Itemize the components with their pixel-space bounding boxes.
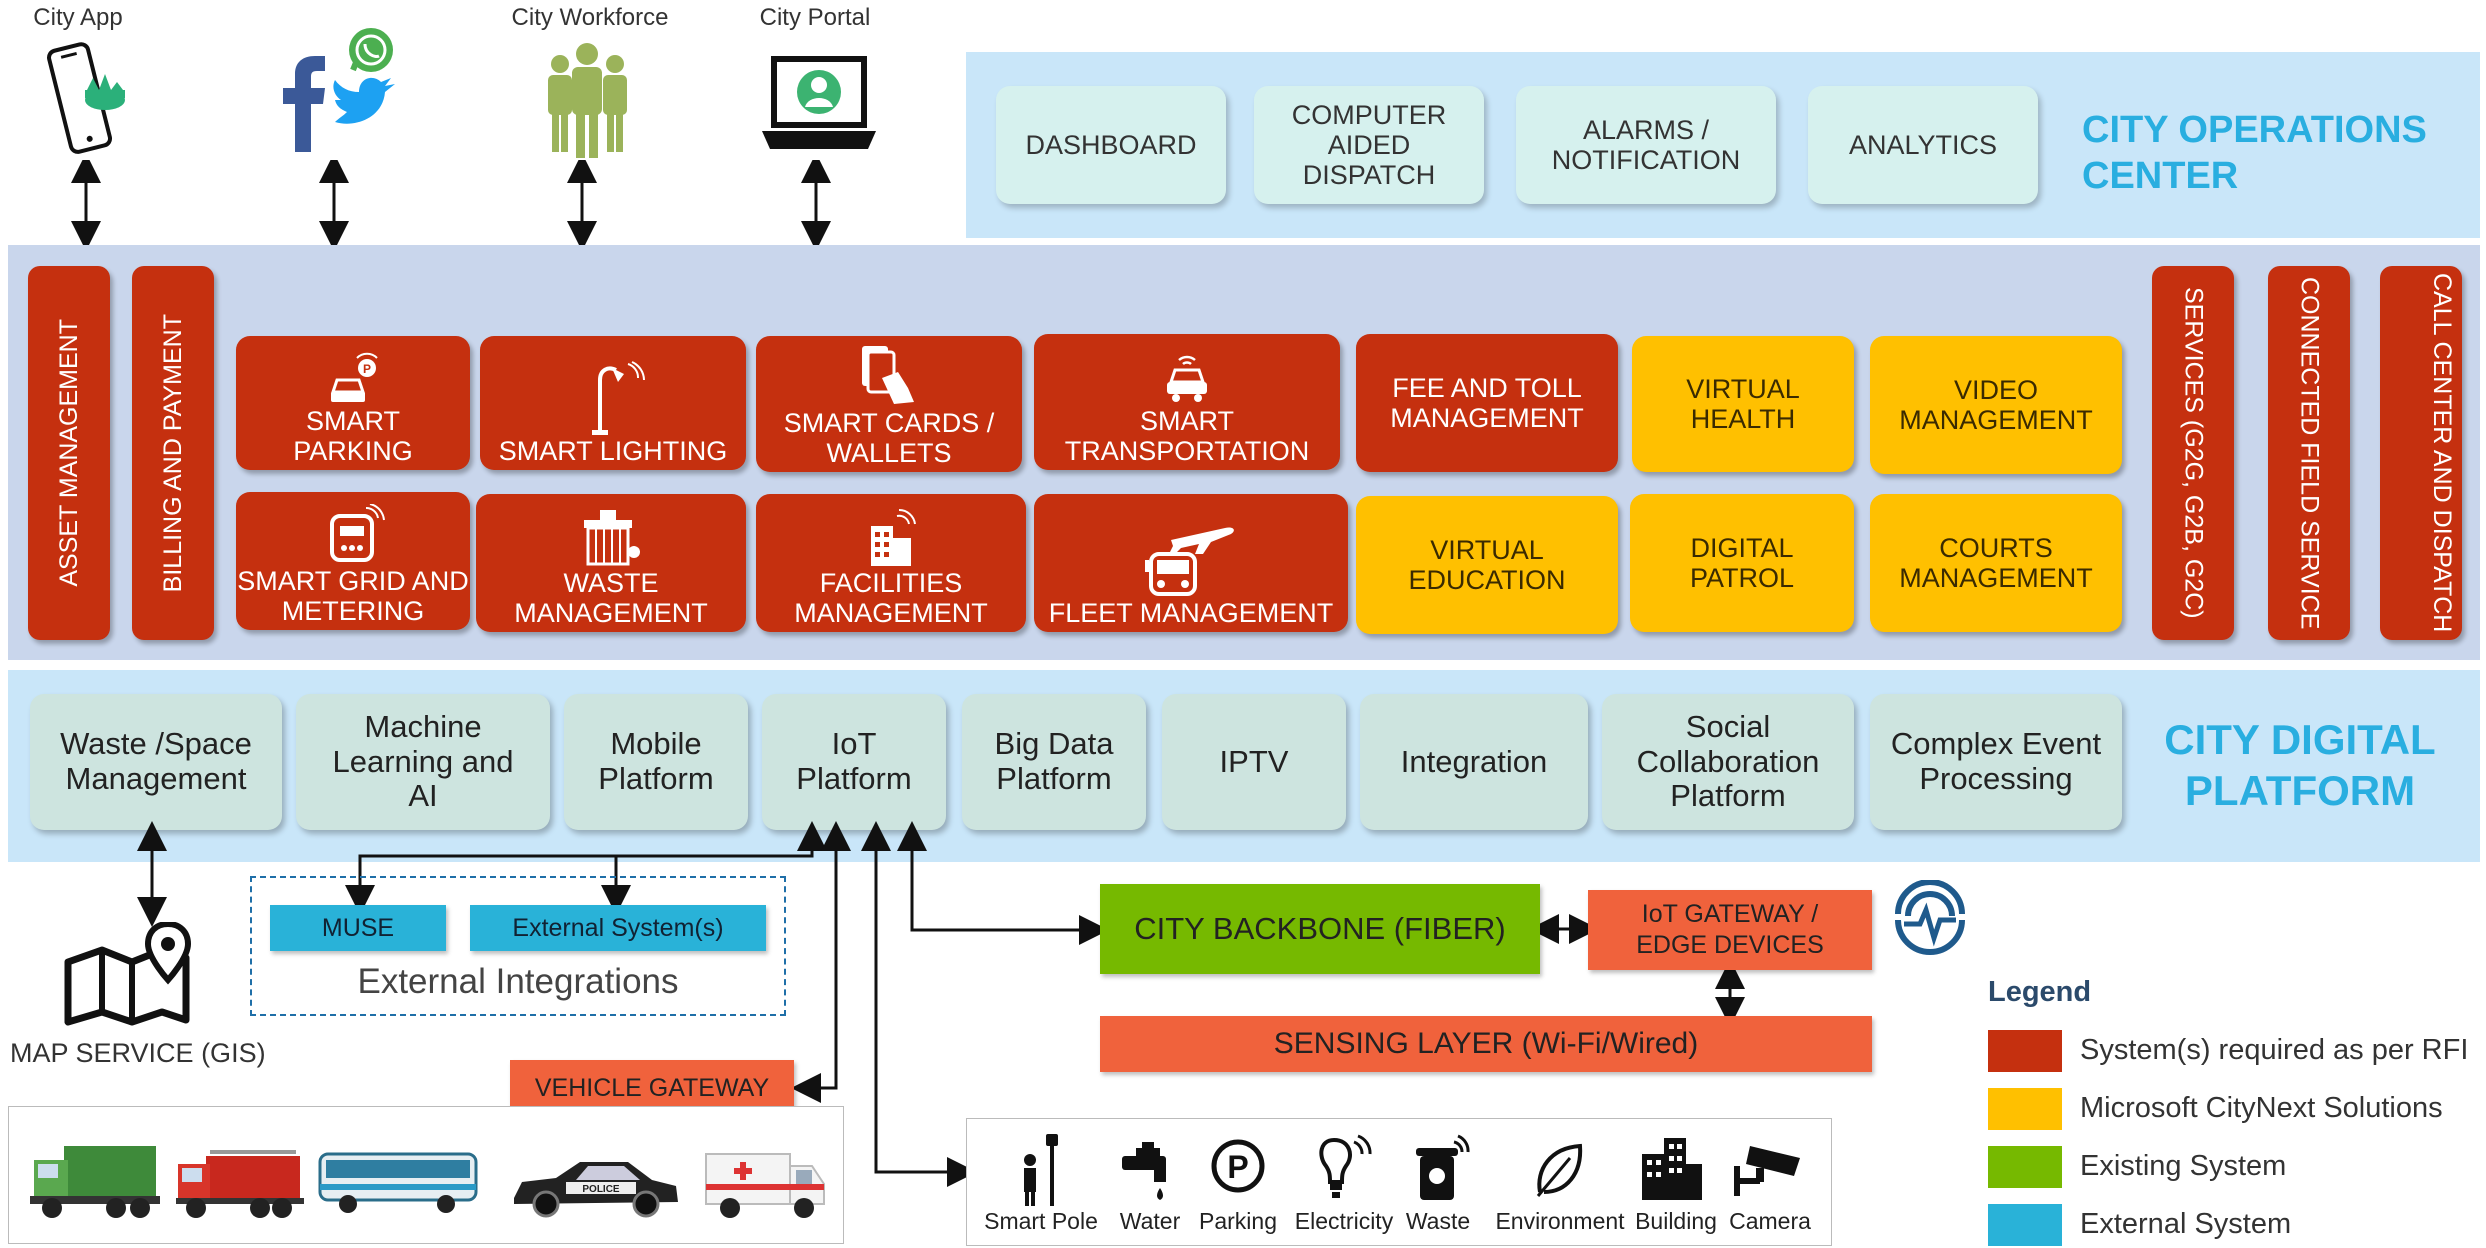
wireless-signal-icon [1895,880,1965,955]
virtual-education-tile[interactable]: VIRTUAL EDUCATION [1356,496,1618,634]
social-collaboration-platform-tile[interactable]: Social Collaboration Platform [1602,694,1854,830]
legend-label-existing: Existing System [2080,1150,2287,1182]
connected-field-service-tile[interactable]: CONNECTED FIELD SERVICE [2268,266,2350,640]
fire-truck-icon [176,1150,304,1218]
smart-meter-icon [330,503,385,562]
asset-management-tile[interactable]: ASSET MANAGEMENT [28,266,110,640]
channel-label-city-portal: City Portal [759,4,871,31]
billing-and-payment-tile[interactable]: BILLING AND PAYMENT [132,266,214,640]
environment-leaf-icon [1536,1143,1583,1197]
legend-swatch-citynext [1988,1088,2062,1130]
waste-space-management-tile[interactable]: Waste /Space Management [30,694,282,830]
police-car-icon: POLICE [514,1162,678,1218]
complex-event-processing-tile[interactable]: Complex Event Processing [1870,694,2122,830]
iot-platform-tile[interactable]: IoT Platform [762,694,946,830]
channel-arrows [71,160,831,245]
external-systems-box[interactable]: External System(s) [470,905,766,951]
facilities-management-tile[interactable]: FACILITIES MANAGEMENT [756,494,1026,632]
smartphone-app-icon[interactable] [45,40,130,160]
sensing-layer-box[interactable]: SENSING LAYER (Wi-Fi/Wired) [1100,1016,1872,1072]
sensor-label-parking: Parking [1199,1208,1277,1234]
channel-label-city-app: City App [33,4,123,31]
mobile-platform-tile[interactable]: Mobile Platform [564,694,748,830]
integration-tile[interactable]: Integration [1360,694,1588,830]
video-management-tile[interactable]: VIDEO MANAGEMENT [1870,336,2122,474]
digital-platform-title: CITY DIGITAL PLATFORM [2164,716,2436,815]
call-center-dispatch-tile[interactable]: CALL CENTER AND DISPATCH [2380,266,2462,640]
big-data-platform-tile[interactable]: Big Data Platform [962,694,1146,830]
plane-bus-icon [1145,527,1234,596]
courts-management-tile[interactable]: COURTS MANAGEMENT [1870,494,2122,632]
street-light-icon [592,360,645,435]
electricity-bulb-icon [1319,1134,1372,1198]
social-media-icons[interactable] [275,22,405,157]
iot-gateway-box[interactable]: IoT GATEWAY / EDGE DEVICES [1588,890,1872,970]
sensor-label-electricity: Electricity [1294,1208,1394,1234]
muse-box[interactable]: MUSE [270,905,446,951]
ambulance-icon [705,1153,825,1218]
digital-patrol-tile[interactable]: DIGITAL PATROL [1630,494,1854,632]
sensor-label-building: Building [1635,1208,1717,1234]
smart-lighting-tile[interactable]: SMART LIGHTING [480,336,746,470]
camera-icon [1734,1146,1800,1196]
smart-grid-metering-tile[interactable]: SMART GRID AND METERING [236,492,470,630]
bus-icon [318,1152,478,1213]
connected-car-icon [1167,355,1207,402]
sensor-label-smart-pole: Smart Pole [984,1208,1098,1234]
legend-swatch-existing [1988,1146,2062,1188]
external-integrations-box [250,876,786,1016]
sensors-box [966,1118,1832,1246]
svg-text:POLICE: POLICE [582,1184,620,1195]
waste-bin-icon [584,509,640,566]
smart-cards-wallets-tile[interactable]: SMART CARDS / WALLETS [756,336,1022,472]
ops-computer-aided-dispatch-tile[interactable]: COMPUTER AIDED DISPATCH [1254,86,1484,204]
parking-icon: P [1211,1139,1265,1193]
ops-dashboard-tile[interactable]: DASHBOARD [996,86,1226,204]
channel-label-city-workforce: City Workforce [511,4,669,31]
sensor-label-waste: Waste [1405,1208,1471,1234]
services-g2g-tile[interactable]: SERVICES (G2G, G2B, G2C) [2152,266,2234,640]
map-service-label: MAP SERVICE (GIS) [10,1038,266,1068]
building-sensor-icon [1642,1138,1702,1200]
car-parking-icon: P [330,352,378,402]
map-pin-icon [64,922,192,1026]
svg-text:P: P [1227,1149,1248,1185]
ops-analytics-tile[interactable]: ANALYTICS [1808,86,2038,204]
virtual-health-tile[interactable]: VIRTUAL HEALTH [1632,336,1854,472]
external-integrations-label: External Integrations [357,962,679,1001]
legend-swatch-external [1988,1204,2062,1246]
legend-label-external: External System [2080,1208,2292,1240]
smart-transportation-tile[interactable]: SMART TRANSPORTATION [1034,334,1340,470]
svg-text:P: P [363,362,371,376]
waste-management-tile[interactable]: WASTE MANAGEMENT [476,494,746,632]
ops-alarms-notification-tile[interactable]: ALARMS / NOTIFICATION [1516,86,1776,204]
building-icon [871,508,916,566]
fleet-management-tile[interactable]: FLEET MANAGEMENT [1034,494,1348,632]
smart-pole-icon [1024,1134,1058,1206]
workforce-people-icon[interactable] [540,40,635,160]
city-backbone-box[interactable]: CITY BACKBONE (FIBER) [1100,884,1540,974]
legend-label-required: System(s) required as per RFI [2080,1034,2469,1066]
machine-learning-ai-tile[interactable]: Machine Learning and AI [296,694,550,830]
legend-title: Legend [1988,976,2092,1008]
sensor-label-water: Water [1119,1208,1181,1234]
fee-and-toll-management-tile[interactable]: FEE AND TOLL MANAGEMENT [1356,334,1618,472]
water-tap-icon [1122,1142,1166,1200]
legend-label-citynext: Microsoft CityNext Solutions [2080,1092,2443,1124]
sensor-label-camera: Camera [1729,1208,1811,1234]
operations-center-title: CITY OPERATIONS CENTER [2082,109,2427,197]
garbage-truck-icon [30,1146,160,1218]
smart-parking-tile[interactable]: P SMART PARKING [236,336,470,470]
legend-swatch-required [1988,1030,2062,1072]
iptv-tile[interactable]: IPTV [1162,694,1346,830]
sensor-label-environment: Environment [1495,1208,1625,1234]
smart-card-icon [862,345,914,404]
laptop-portal-icon[interactable] [758,55,880,155]
bottom-connectors [137,821,1745,1187]
waste-sensor-icon [1416,1134,1470,1200]
